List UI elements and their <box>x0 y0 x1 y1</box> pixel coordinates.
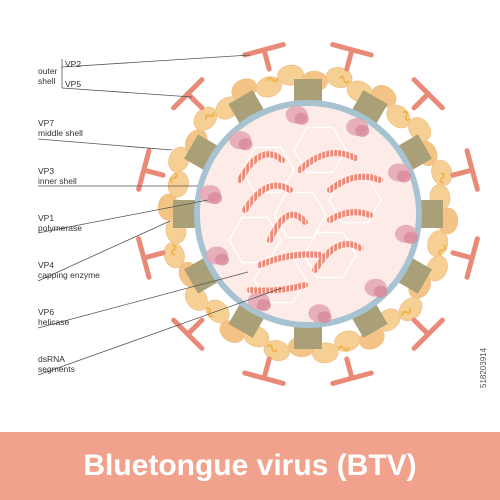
dsrna-segment <box>237 151 285 183</box>
vp2-spike <box>171 317 205 351</box>
vp6-helicase <box>402 110 411 121</box>
vp7-trimers <box>173 79 443 349</box>
lattice-hex <box>273 191 327 239</box>
vp4-capping-enzyme <box>208 192 222 205</box>
vp2-spikes <box>136 42 480 386</box>
outer-shell <box>136 42 480 386</box>
vp5-lobe <box>205 299 230 324</box>
vp4-leader <box>37 220 171 282</box>
vp1-polymerase-complexes <box>199 105 418 324</box>
vp2-spike <box>450 148 480 192</box>
vp7-trimer <box>184 134 218 170</box>
vp2-spike <box>242 356 286 386</box>
vp4-capping-enzyme <box>294 112 309 125</box>
vp7-trimer <box>421 200 443 228</box>
dsrna-label: dsRNA segments <box>38 354 75 374</box>
vp6-helicase <box>205 307 214 318</box>
vp5-lobe <box>168 146 190 173</box>
dsrna-segment <box>267 211 308 243</box>
vp2-spike <box>171 77 205 111</box>
vp7-trimer <box>228 304 264 338</box>
vp2-spike <box>330 356 374 386</box>
vp5-lobe <box>386 104 411 129</box>
vp6-helicase <box>338 345 350 352</box>
lattice-hex <box>293 126 347 174</box>
vp4-label: VP4 capping enzyme <box>38 260 100 280</box>
vp6-helicase <box>266 344 278 353</box>
vp6-helicase <box>438 244 447 256</box>
vp5-lobe <box>408 117 432 142</box>
dsrna-segments <box>237 150 383 294</box>
vp5-leader <box>61 87 193 98</box>
vp4-capping-enzyme <box>404 231 418 244</box>
dsrna-leader <box>37 287 283 376</box>
dsrna-segment <box>297 150 358 173</box>
vp6-helicase <box>266 76 278 83</box>
stock-id: 518203914 <box>479 347 488 388</box>
title-banner <box>0 432 500 500</box>
leader-lines <box>37 54 283 376</box>
dsrna-segment <box>327 209 373 223</box>
vp5-lobe <box>426 255 448 282</box>
vp7-leader <box>37 138 173 151</box>
vp1-leader <box>37 199 209 234</box>
vp2-spike <box>411 317 445 351</box>
vp7-trimer <box>352 90 388 124</box>
dsrna-segment <box>242 182 293 213</box>
vp4-capping-enzyme <box>397 170 411 183</box>
vp4-capping-enzyme <box>256 299 271 312</box>
dsrna-segment <box>312 241 363 273</box>
vp7-label: VP7 middle shell <box>38 118 83 138</box>
lattice-hex <box>241 146 295 194</box>
vp4-capping-enzyme <box>317 311 332 324</box>
vp4-capping-enzyme <box>238 138 253 151</box>
vp6-helicase <box>204 111 215 120</box>
vp7-trimer <box>294 79 322 101</box>
vp3-label: VP3 inner shell <box>38 166 77 186</box>
vp2-label: VP2 <box>65 59 82 69</box>
dsrna-segment <box>257 251 323 268</box>
vp2-spike <box>330 42 374 72</box>
vp7-trimer <box>352 304 388 338</box>
vp4-capping-enzyme <box>355 124 370 137</box>
vp7-trimer <box>398 134 432 170</box>
vp2-spike <box>136 236 166 280</box>
vp7-trimer <box>294 327 322 349</box>
vp7-trimer <box>173 200 195 228</box>
vp6-leader <box>37 271 249 329</box>
vp6-helicases <box>169 75 447 353</box>
vp6-helicase <box>338 75 350 84</box>
vp2-spike <box>136 148 166 192</box>
vp6-helicase <box>170 244 177 256</box>
vp7-trimer <box>184 258 218 294</box>
vp4-capping-enzyme <box>373 285 388 298</box>
vp4-capping-enzyme <box>215 253 229 266</box>
vp5-label: VP5 <box>65 79 82 89</box>
vp2-spike <box>450 236 480 280</box>
vp2-spike <box>242 42 286 72</box>
outer-shell-label: outer shell <box>38 66 58 86</box>
vp2-leader <box>61 54 251 68</box>
vp6-helicase <box>401 308 412 317</box>
page-title: Bluetongue virus (BTV) <box>83 449 417 482</box>
dsrna-segment <box>327 173 383 193</box>
vp7-trimer <box>398 258 432 294</box>
vp1-label: VP1 polymerase <box>38 213 82 233</box>
vp6-helicase <box>169 172 178 184</box>
vp6-helicase <box>439 172 446 184</box>
vp2-spike <box>411 77 445 111</box>
vp6-label: VP6 helicase <box>38 307 70 327</box>
vp7-trimer <box>228 90 264 124</box>
